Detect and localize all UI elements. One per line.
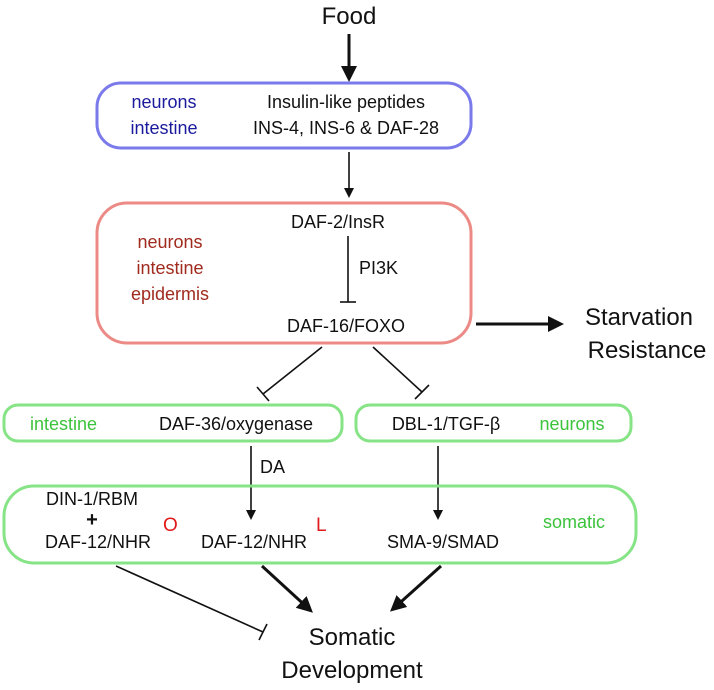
somatic-box — [2, 484, 638, 565]
daf16-inhibits-daf36-bar — [256, 386, 270, 402]
food-label: Food — [322, 3, 377, 30]
da-label: DA — [260, 457, 285, 477]
plus-sign: + — [86, 509, 98, 531]
din1-label: DIN-1/RBM — [46, 489, 138, 509]
sma9-to-development-arrow — [390, 564, 443, 612]
output-line2: Development — [281, 657, 423, 684]
insulin-tissue-intestine: intestine — [130, 118, 197, 138]
daf12-l-label: DAF-12/NHR — [201, 532, 307, 552]
daf36-label: DAF-36/oxygenase — [159, 414, 313, 434]
daf12-o-superscript: O — [163, 515, 178, 536]
dbl1-tissue-neurons: neurons — [539, 414, 604, 434]
sma9-label: SMA-9/SMAD — [387, 532, 499, 552]
daf2-tissue-neurons: neurons — [137, 232, 202, 252]
daf2-tissue-intestine: intestine — [136, 258, 203, 278]
daf2-box — [95, 201, 473, 345]
insulin-peptides-label: Insulin-like peptides — [267, 92, 425, 112]
daf12-o-label: DAF-12/NHR — [45, 532, 151, 552]
daf12-o-inhibits-development-line — [115, 565, 264, 633]
output-line1: Somatic — [309, 624, 396, 651]
pi3k-label: PI3K — [359, 258, 398, 278]
starvation-line2: Resistance — [588, 337, 707, 364]
starvation-line1: Starvation — [585, 304, 693, 331]
daf16-inhibits-dbl1-line — [372, 346, 423, 393]
insulin-tissue-neurons: neurons — [131, 92, 196, 112]
daf12-l-to-development-arrow — [260, 564, 313, 613]
insulin-ins-label: INS-4, INS-6 & DAF-28 — [253, 118, 439, 138]
daf12-l-superscript: L — [316, 515, 327, 536]
dbl1-label: DBL-1/TGF-β — [392, 414, 500, 434]
daf16-inhibits-dbl1-bar — [414, 384, 430, 400]
daf16-inhibits-daf36-line — [262, 346, 323, 395]
insulin-box — [95, 81, 473, 150]
daf12-o-inhibits-development-bar — [258, 623, 268, 641]
daf16-label: DAF-16/FOXO — [287, 316, 405, 336]
daf36-box — [2, 403, 344, 443]
daf2-receptor-label: DAF-2/InsR — [291, 212, 385, 232]
somatic-tissue-label: somatic — [543, 512, 605, 532]
daf36-tissue-intestine: intestine — [30, 414, 97, 434]
daf2-tissue-epidermis: epidermis — [131, 284, 209, 304]
dbl1-box — [354, 403, 633, 443]
